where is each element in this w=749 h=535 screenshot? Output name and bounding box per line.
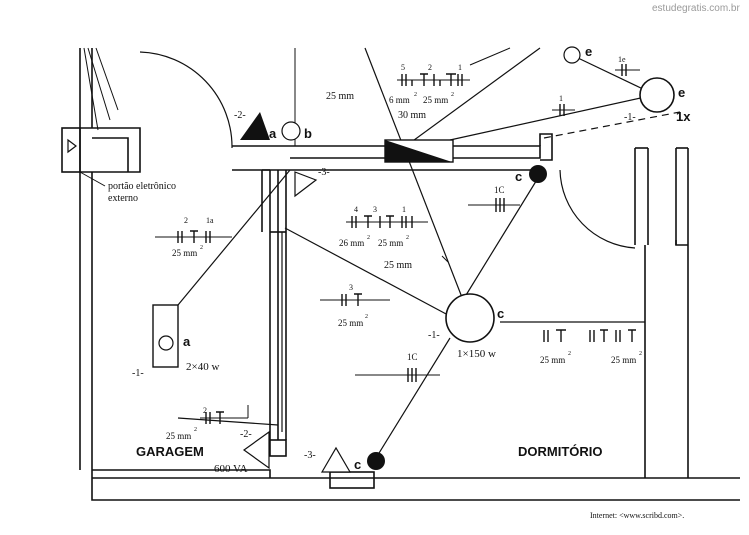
gt-num-1a: 1a [206, 216, 214, 225]
watermark: estudegratis.com.br [652, 3, 740, 14]
gt-num-2: 2 [184, 216, 188, 225]
tl-label-25mm: 25 mm [423, 95, 448, 105]
bedroom-lamp [445, 293, 495, 343]
tl-num-1: 1 [458, 63, 462, 72]
source-caption: Internet: <www.scribd.com>. [590, 511, 684, 520]
mid-label-26mm: 26 mm [339, 238, 364, 248]
tl-num-2: 2 [428, 63, 432, 72]
gate-label-line1: portão eletrônico [108, 181, 176, 192]
point-b: b [304, 126, 312, 141]
distribution-board [384, 139, 454, 163]
gate-triangle-icon [67, 138, 77, 154]
point-e-lamp: e [678, 85, 685, 100]
gb-num: 2 [203, 406, 207, 415]
tl-sup-1: 2 [414, 92, 417, 98]
room-garage: GARAGEM [136, 444, 204, 459]
point-c-lower: c [354, 457, 361, 472]
circuit-1-bedroom: -1- [428, 330, 440, 341]
gt-sup: 2 [200, 245, 203, 251]
tl-num-5: 5 [401, 63, 405, 72]
room-bedroom: DORMITÓRIO [518, 444, 603, 459]
tl-sup-2: 2 [451, 92, 454, 98]
outlet-triangle-top [294, 171, 318, 198]
point-1x: 1x [676, 109, 691, 124]
tl-below-30mm: 30 mm [398, 110, 426, 121]
switch-e-circle [563, 46, 581, 64]
tl-label-6mm: 6 mm [389, 95, 410, 105]
mid-num-3: 3 [373, 205, 377, 214]
gt-label-25mm: 25 mm [172, 248, 197, 258]
circuit-3-top: -3- [318, 167, 330, 178]
outlet-triangle-bottom [320, 446, 352, 473]
wiring [177, 47, 681, 459]
mid-sup-2: 2 [406, 235, 409, 241]
point-c-upper: c [515, 169, 522, 184]
circuit-1-top: -1- [624, 112, 636, 123]
rr-label-1: 25 mm [540, 355, 565, 365]
gb-label: 25 mm [166, 431, 191, 441]
switch-b-circle [281, 121, 301, 141]
m3-label: 25 mm [338, 318, 363, 328]
rr-label-2: 25 mm [611, 355, 636, 365]
tr-num-1: 1 [559, 94, 563, 103]
point-c-bedroom: c [497, 306, 504, 321]
rr-sup-1: 2 [568, 351, 571, 357]
bedroom-lamp-load: 1×150 w [457, 348, 496, 360]
lower-1c: 1C [407, 352, 418, 362]
circuit-2-top: -2- [234, 110, 246, 121]
mid-num-1: 1 [402, 205, 406, 214]
circuit-1-garage: -1- [132, 368, 144, 379]
m3-num: 3 [349, 283, 353, 292]
point-e-small: e [585, 44, 592, 59]
point-a-switch: a [269, 126, 277, 141]
upper-1c: 1C [494, 185, 505, 195]
mid-sup-1: 2 [367, 235, 370, 241]
rr-sup-2: 2 [639, 351, 642, 357]
tl-left-25mm: 25 mm [326, 91, 354, 102]
gate-label-line2: externo [108, 193, 138, 204]
garage-socket-load: 600 VA [214, 463, 248, 475]
point-a-lamp: a [183, 334, 191, 349]
outlet-c-lower [367, 452, 385, 470]
garage-lamp [152, 304, 179, 368]
circuit-2-garage: -2- [240, 429, 252, 440]
m3-sup: 2 [365, 314, 368, 320]
mid-num-4: 4 [354, 205, 358, 214]
mid-label-25mm: 25 mm [378, 238, 403, 248]
gb-sup: 2 [194, 427, 197, 433]
outlet-triangle-garage [242, 430, 270, 470]
outlet-c-upper [529, 165, 547, 183]
garage-lamp-load: 2×40 w [186, 361, 219, 373]
circuit-3-bottom: -3- [304, 450, 316, 461]
switch-a-triangle [240, 112, 270, 140]
mid-25mm: 25 mm [384, 260, 412, 271]
lamp-e-num: 1e [618, 55, 626, 64]
lamp-e [639, 77, 675, 113]
conductor-ticks [155, 47, 640, 424]
